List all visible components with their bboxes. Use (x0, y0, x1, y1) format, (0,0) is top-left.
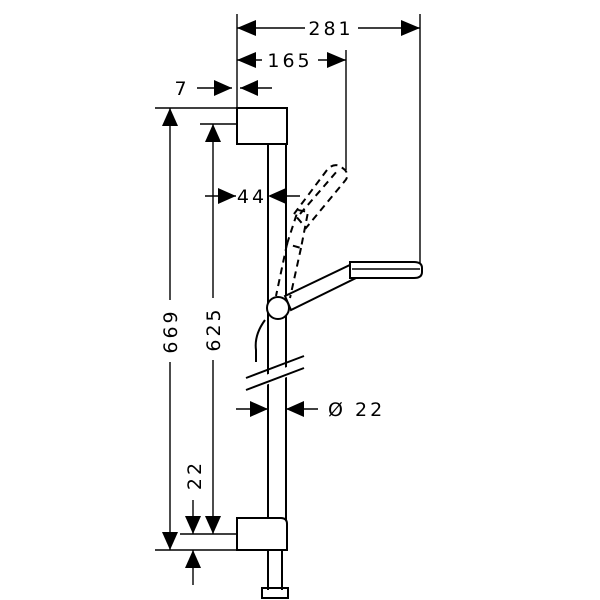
top-wall-bracket (236, 107, 288, 145)
rail-break-symbol (245, 355, 305, 391)
hand-shower-tilted-position (275, 164, 349, 299)
dimension-label-625: 625 (203, 306, 225, 351)
dimension-diameter-22: Ø 22 (236, 399, 385, 421)
shower-rail (267, 144, 287, 536)
hand-shower (283, 261, 423, 312)
dimension-44: 44 (205, 186, 300, 208)
dimension-669: 669 (155, 107, 237, 551)
dimension-625: 625 (200, 123, 237, 535)
dimension-label-44: 44 (237, 186, 267, 208)
dimension-label-22: 22 (184, 460, 206, 490)
dimension-22-bottom: 22 (180, 460, 206, 585)
dimension-label-7: 7 (174, 78, 189, 100)
dimension-label-281: 281 (308, 18, 353, 40)
shower-hose (254, 319, 266, 362)
hose-end (261, 550, 289, 599)
dimension-label-165: 165 (267, 50, 312, 72)
dimension-281: 281 (236, 14, 421, 265)
bottom-wall-bracket (236, 517, 288, 551)
dimension-165: 165 (237, 50, 347, 170)
dimension-7: 7 (174, 78, 272, 100)
dimension-label-669: 669 (160, 308, 182, 353)
slider-holder (266, 296, 290, 320)
dimension-label-diameter: Ø 22 (328, 399, 385, 421)
